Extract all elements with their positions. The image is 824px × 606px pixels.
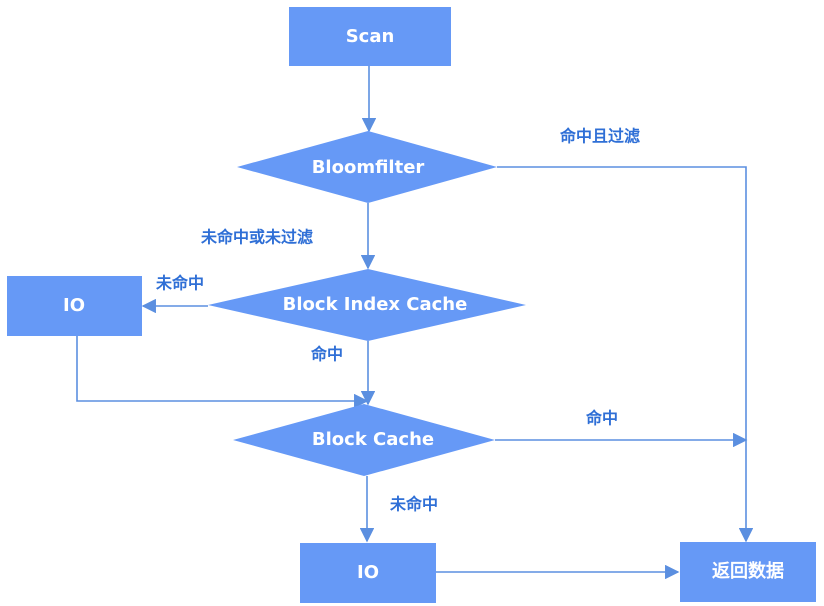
block-index-cache-node — [208, 269, 526, 341]
io-left-label: IO — [63, 295, 85, 316]
index-miss-label: 未命中 — [155, 274, 204, 293]
hit-and-filtered-label: 命中且过滤 — [559, 127, 640, 146]
cache-hit-label: 命中 — [585, 409, 618, 428]
scan-node — [289, 7, 451, 66]
block-cache-node — [233, 404, 495, 476]
block-cache-label: Block Cache — [312, 429, 434, 450]
bloomfilter-label: Bloomfilter — [312, 157, 425, 178]
return-data-node — [680, 542, 816, 602]
io-bottom-label: IO — [357, 562, 379, 583]
return-data-label: 返回数据 — [712, 560, 784, 582]
block-index-cache-label: Block Index Cache — [283, 294, 468, 315]
index-hit-label: 命中 — [310, 345, 343, 364]
bloomfilter-node — [237, 131, 497, 203]
io-left-node — [7, 276, 142, 336]
miss-or-not-filtered-label: 未命中或未过滤 — [200, 228, 313, 247]
scan-label: Scan — [346, 26, 395, 47]
edge-bloomfilter-to-return-data — [497, 166, 754, 543]
cache-miss-label: 未命中 — [389, 495, 438, 514]
edge-io-left-to-block-cache — [76, 336, 369, 409]
io-bottom-node — [300, 543, 436, 603]
